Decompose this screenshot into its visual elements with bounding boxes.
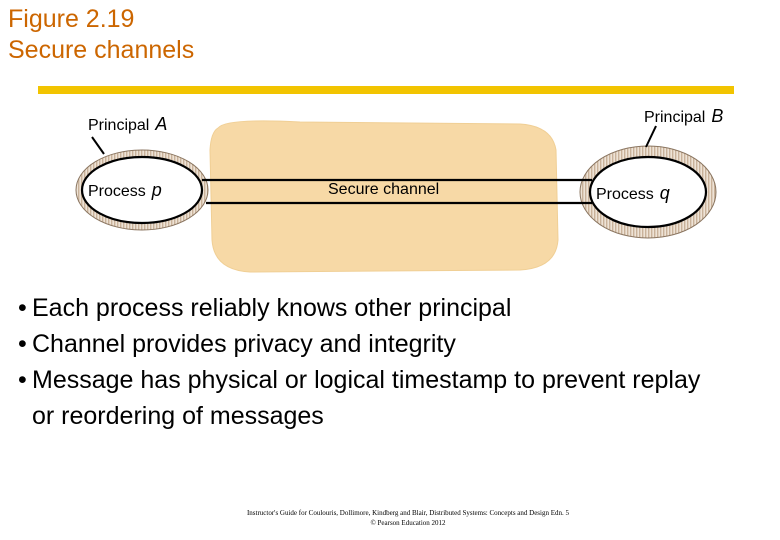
cloud-region bbox=[209, 120, 559, 273]
principal-a-var: A bbox=[155, 114, 168, 134]
bullet-item: Channel provides privacy and integrity bbox=[18, 326, 722, 362]
figure-title: Figure 2.19 Secure channels bbox=[8, 4, 194, 66]
process-p-node bbox=[80, 155, 204, 225]
title-divider-bar bbox=[38, 86, 734, 94]
figure-number: Figure 2.19 bbox=[8, 5, 135, 33]
secure-channel-diagram bbox=[75, 120, 717, 273]
principal-b-pointer bbox=[645, 125, 657, 148]
figure-caption: Secure channels bbox=[8, 36, 195, 64]
principal-b-var: B bbox=[711, 106, 724, 126]
secure-channel-label: Secure channel bbox=[328, 181, 440, 198]
bullet-item: Each process reliably knows other princi… bbox=[18, 290, 722, 326]
bullet-list: Each process reliably knows other princi… bbox=[18, 290, 722, 434]
footer-line-2: © Pearson Education 2012 bbox=[370, 519, 446, 527]
process-q-node bbox=[588, 155, 708, 229]
process-q-var: q bbox=[659, 183, 670, 203]
process-p-var: p bbox=[151, 180, 162, 200]
footer-credit: Instructor's Guide for Coulouris, Dollim… bbox=[218, 508, 598, 528]
footer-line-1: Instructor's Guide for Coulouris, Dollim… bbox=[246, 509, 570, 517]
bullet-item: Message has physical or logical timestam… bbox=[18, 362, 722, 434]
principal-a-pointer bbox=[91, 136, 105, 155]
